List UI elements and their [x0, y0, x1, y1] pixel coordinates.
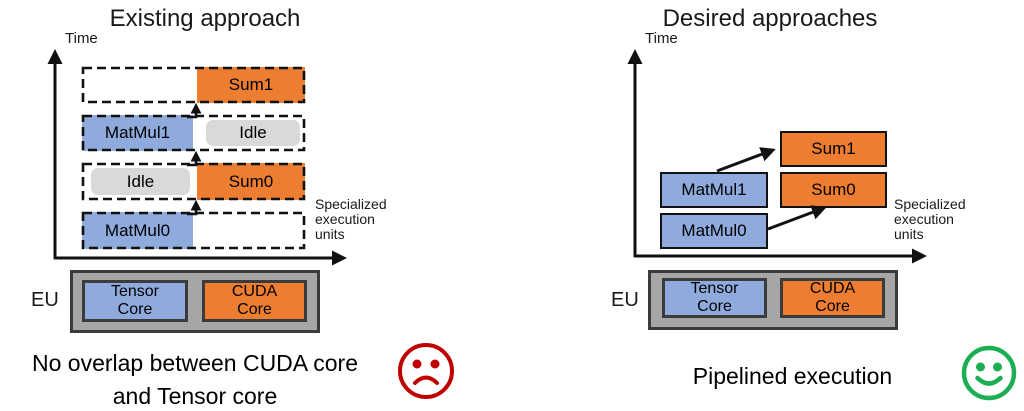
left-panel-title: Existing approach: [109, 5, 301, 32]
block-label: Sum0: [811, 180, 856, 199]
axis-units-line: units: [894, 226, 924, 242]
right-tensor-core-unit: Tensor Core: [662, 278, 767, 318]
timeline-block-idle-lower: Idle: [91, 168, 190, 195]
block-label: MatMul1: [681, 180, 747, 199]
sad-face-mouth: [413, 375, 439, 385]
unit-label-line: Core: [117, 301, 153, 318]
block-label: Sum1: [811, 139, 856, 158]
sad-face-right-eye: [430, 359, 440, 369]
unit-label-line: Tensor: [690, 280, 739, 297]
right-caption: Pipelined execution: [645, 360, 940, 393]
unit-label-line: Core: [815, 298, 850, 315]
left-cuda-core-unit: CUDA Core: [202, 280, 307, 322]
unit-label-line: Core: [237, 301, 272, 318]
pipeline-block-matmul0: MatMul0: [660, 213, 768, 249]
left-tensor-core-unit: Tensor Core: [82, 280, 188, 322]
block-label: MatMul0: [104, 220, 171, 240]
axis-units-line: execution: [894, 211, 954, 227]
right-eu-label: EU: [611, 289, 639, 311]
unit-label-line: Core: [697, 298, 732, 315]
right-panel-title: Desired approaches: [662, 5, 878, 32]
timeline-block-sum0: Sum0: [197, 163, 305, 200]
axis-units-line: Specialized: [315, 196, 387, 212]
left-eu-label: EU: [31, 289, 59, 311]
happy-face-icon: [961, 345, 1017, 401]
axis-units-line: execution: [315, 211, 375, 227]
caption-line: No overlap between CUDA core: [32, 350, 358, 376]
arrow-matmul0-to-sum0: [767, 205, 827, 231]
unit-label-line: CUDA: [231, 283, 278, 300]
right-cuda-core-unit: CUDA Core: [780, 278, 885, 318]
timeline-block-matmul1: MatMul1: [82, 115, 193, 151]
timeline-block-matmul0: MatMul0: [82, 212, 193, 249]
pipeline-block-sum1: Sum1: [780, 131, 887, 167]
pipeline-block-sum0: Sum0: [780, 172, 887, 208]
sad-face-outline: [398, 343, 454, 399]
arrow-matmul1-to-sum1: [716, 147, 776, 173]
caption-line: Pipelined execution: [692, 363, 893, 389]
left-axis-units-label: Specialized execution units: [315, 197, 387, 242]
right-time-axis-label: Time: [645, 30, 678, 47]
sad-face-icon: [398, 343, 454, 399]
right-eu-box: Tensor Core CUDA Core: [648, 270, 898, 330]
axis-units-line: units: [315, 226, 345, 242]
left-eu-box: Tensor Core CUDA Core: [70, 270, 320, 333]
block-label: MatMul0: [681, 221, 747, 240]
pipeline-block-matmul1: MatMul1: [660, 172, 768, 208]
caption-line: and Tensor core: [112, 383, 278, 409]
timeline-block-sum1: Sum1: [197, 67, 305, 103]
happy-face-mouth: [975, 375, 1003, 386]
sad-face-left-eye: [412, 359, 422, 369]
unit-label-line: CUDA: [809, 280, 856, 297]
right-axis-units-label: Specialized execution units: [894, 197, 966, 242]
block-label: Sum0: [228, 171, 274, 191]
axis-units-line: Specialized: [894, 196, 966, 212]
left-time-axis-label: Time: [65, 30, 98, 47]
left-caption: No overlap between CUDA core and Tensor …: [0, 347, 390, 411]
block-label: Idle: [239, 123, 267, 142]
block-label: MatMul1: [104, 123, 171, 142]
happy-face-outline: [961, 345, 1017, 401]
happy-face-left-eye: [976, 362, 985, 372]
block-label: Idle: [126, 171, 155, 191]
arrow-idle-row-link: [187, 150, 202, 167]
timeline-block-idle-upper: Idle: [206, 120, 300, 146]
unit-label-line: Tensor: [110, 283, 160, 300]
happy-face-right-eye: [993, 362, 1002, 372]
block-label: Sum1: [228, 75, 274, 94]
